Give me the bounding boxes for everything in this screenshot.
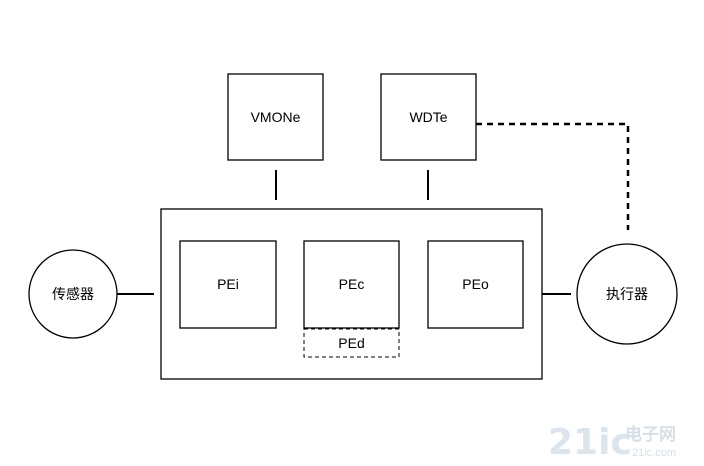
connector-lines — [117, 122, 630, 295]
sensor-node: 传感器 — [28, 249, 118, 339]
pec-label: PEc — [339, 276, 365, 292]
peo-node: PEo — [427, 240, 524, 329]
watermark-sub: 21ic.com — [632, 447, 676, 459]
actuator-label: 执行器 — [606, 287, 648, 303]
watermark-text: 21ic — [548, 422, 632, 463]
sensor-label: 传感器 — [52, 286, 94, 303]
pei-label: PEi — [217, 276, 239, 292]
vmon-label: VMONe — [251, 109, 301, 125]
wdt-node: WDTe — [380, 73, 477, 161]
edge-wdt-actuator-dashed — [476, 122, 630, 230]
actuator-node: 执行器 — [576, 243, 678, 345]
vmon-node: VMONe — [227, 73, 324, 161]
ped-label: PEd — [338, 335, 364, 351]
watermark-logo: 21ic 电子网 21ic.com — [548, 422, 676, 463]
peo-label: PEo — [462, 276, 489, 292]
pei-node: PEi — [179, 240, 277, 329]
pec-node: PEc — [303, 240, 400, 329]
watermark-cjk: 电子网 — [625, 424, 676, 445]
wdt-label: WDTe — [409, 109, 447, 125]
ped-node: PEd — [303, 328, 400, 358]
